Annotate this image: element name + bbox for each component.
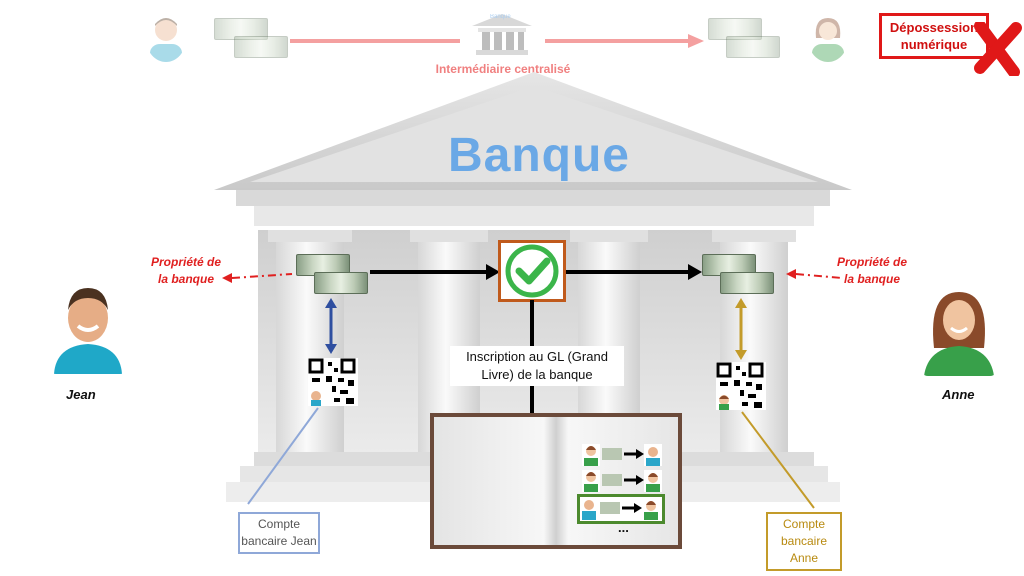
top-banknote-right-2	[726, 36, 780, 58]
right-ownership-label: Propriété de la banque	[836, 255, 908, 286]
top-flow-arrow	[290, 34, 704, 48]
cross-icon	[974, 22, 1022, 76]
left-ownership-arrow	[222, 273, 293, 283]
ledger-ellipsis: ...	[618, 520, 629, 535]
top-bank-icon: Banque	[468, 12, 536, 56]
left-banknote-2	[314, 272, 368, 294]
right-banknote-2	[720, 272, 774, 294]
right-account-label: Compte bancaire Anne	[780, 517, 828, 565]
right-vertical-arrow	[735, 298, 747, 360]
left-qr-code-icon	[308, 358, 358, 406]
top-banknote-left-1	[214, 18, 268, 40]
top-person-jean-avatar	[146, 16, 186, 62]
right-ownership-arrow	[786, 269, 843, 279]
jean-avatar	[48, 282, 128, 374]
left-account-label: Compte bancaire Jean	[241, 517, 317, 548]
check-box	[498, 240, 566, 302]
top-bank-small-label: Banque	[490, 14, 511, 20]
bank-title: Banque	[447, 129, 630, 182]
anne-name: Anne	[942, 387, 975, 402]
intermediary-label: Intermédiaire centralisé	[435, 62, 571, 76]
ledger-row-1	[582, 442, 664, 468]
top-banknote-left-2	[234, 36, 288, 58]
ledger-row-2	[582, 468, 664, 494]
left-vertical-arrow	[325, 298, 337, 354]
inscription-label: Inscription au GL (Grand Livre) de la ba…	[450, 346, 624, 386]
left-to-check-arrow	[370, 264, 500, 280]
ledger-row-highlighted	[577, 494, 665, 524]
top-banknote-right-1	[708, 18, 762, 40]
left-account-box: Compte bancaire Jean	[238, 512, 320, 554]
check-to-right-arrow	[566, 264, 702, 280]
left-ownership-label: Propriété de la banque	[150, 255, 222, 286]
dispossession-box: Dépossession numérique	[879, 13, 989, 59]
jean-name: Jean	[66, 387, 96, 402]
left-account-connector	[247, 407, 319, 505]
top-person-anne-avatar	[808, 16, 848, 62]
right-qr-code-icon	[716, 362, 766, 410]
right-account-box: Compte bancaire Anne	[766, 512, 842, 571]
check-icon	[505, 244, 559, 298]
dispossession-label: Dépossession numérique	[889, 20, 979, 52]
right-account-connector	[741, 411, 815, 509]
anne-avatar	[920, 286, 998, 376]
